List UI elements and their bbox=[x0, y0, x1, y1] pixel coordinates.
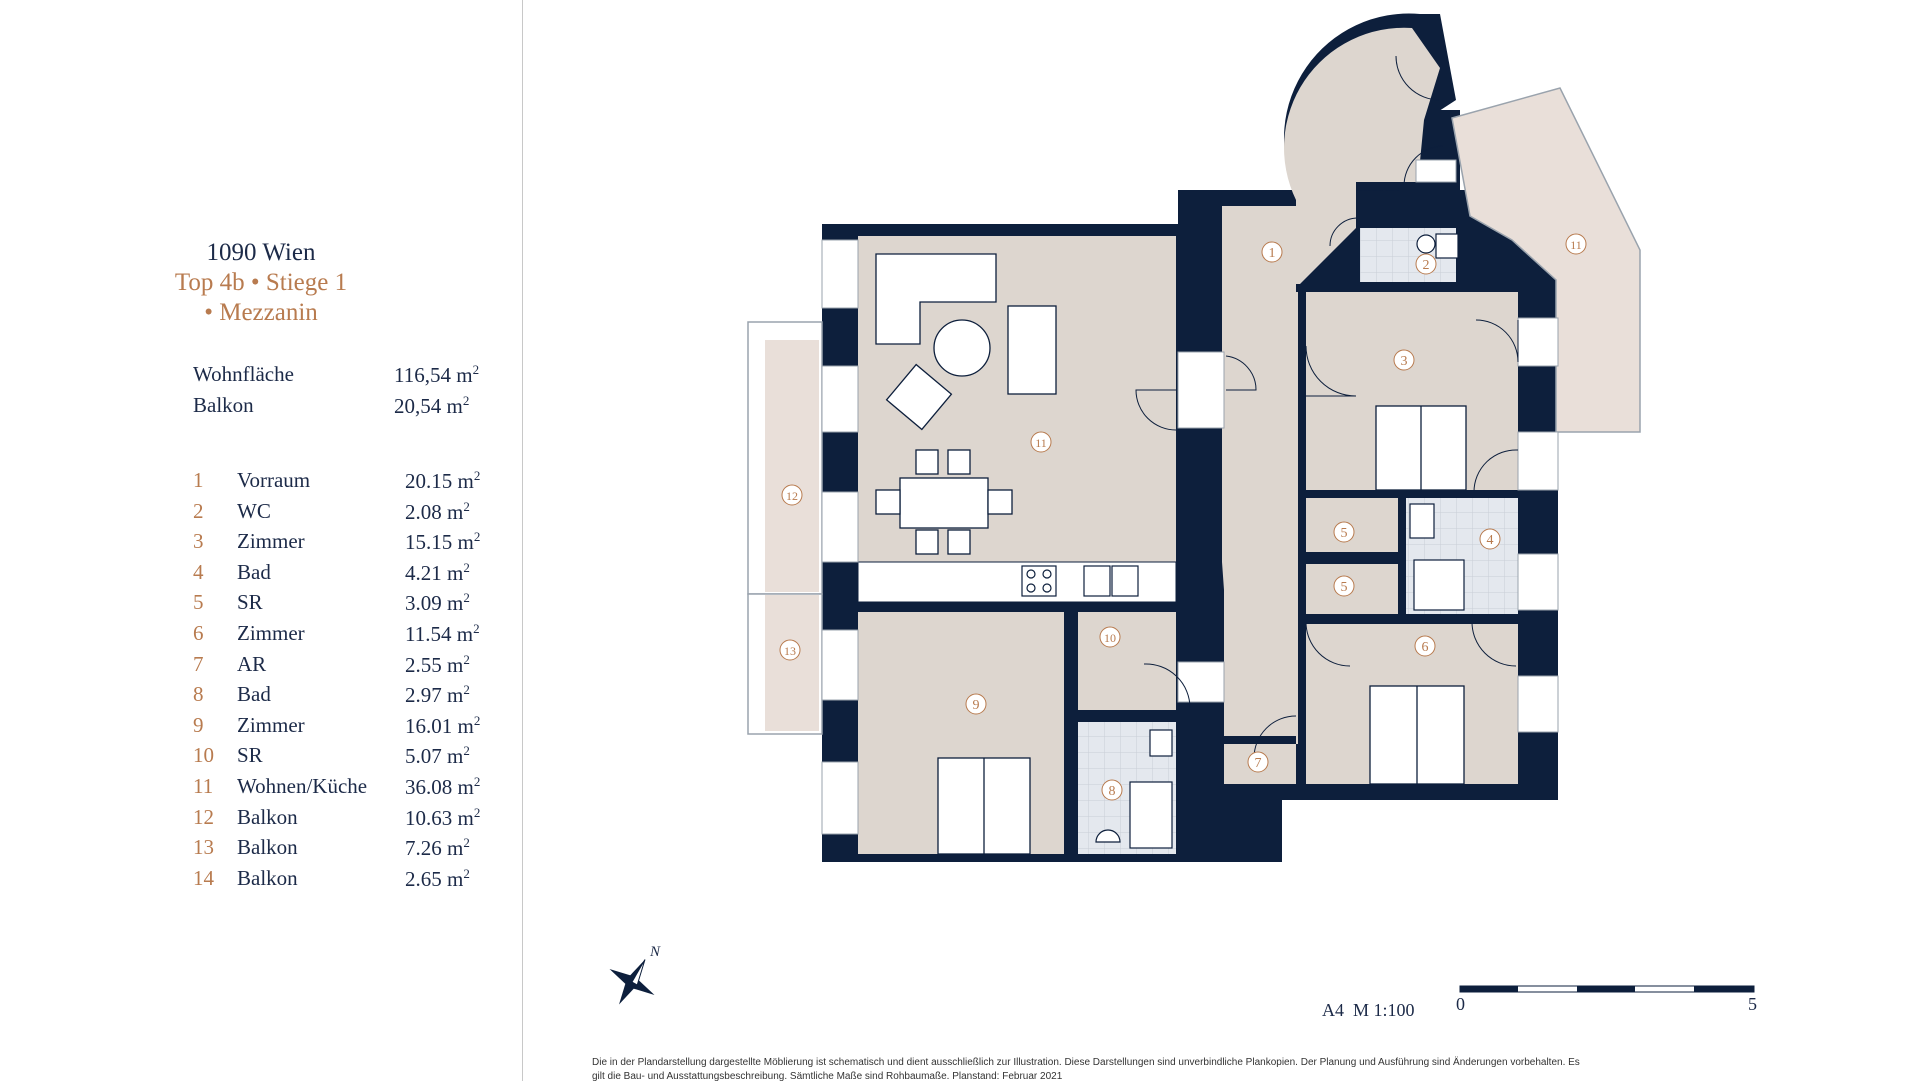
info-panel: 1090 Wien Top 4b • Stiege 1 • Mezzanin W… bbox=[0, 0, 522, 1081]
summary-label: Wohnfläche bbox=[193, 362, 294, 386]
room-number: 7 bbox=[193, 651, 204, 676]
living-furniture bbox=[875, 253, 1057, 555]
room-area: 11.54 m2 bbox=[405, 621, 480, 646]
room-number: 14 bbox=[193, 865, 214, 890]
room-area: 4.21 m2 bbox=[405, 559, 470, 585]
room-label-circle bbox=[1565, 233, 1587, 255]
summary-label: Balkon bbox=[193, 393, 254, 417]
room-name: Bad bbox=[237, 682, 271, 707]
room-area: 2.55 m2 bbox=[405, 651, 470, 677]
room-label: 8 bbox=[1109, 784, 1116, 799]
room-label-circle bbox=[1101, 779, 1123, 801]
scale-end: 5 bbox=[1748, 994, 1757, 1014]
summary-value: 20,54 m2 bbox=[394, 393, 470, 418]
room-label: 12 bbox=[786, 489, 798, 503]
room-label: 2 bbox=[1423, 258, 1430, 273]
room-name: SR bbox=[237, 743, 263, 768]
balconies bbox=[747, 87, 1641, 735]
room-label-circle bbox=[1414, 635, 1436, 657]
room-number: 4 bbox=[193, 559, 204, 584]
floor-title: • Mezzanin bbox=[204, 299, 318, 326]
room-number: 1 bbox=[193, 468, 204, 492]
north-arrow-icon bbox=[609, 959, 655, 1005]
scale-bar bbox=[1459, 985, 1755, 993]
room-label: 4 bbox=[1487, 533, 1494, 548]
room-label-circle bbox=[1333, 521, 1355, 543]
room-name: AR bbox=[237, 651, 267, 676]
room-label: 10 bbox=[1104, 631, 1116, 645]
scale-format: A4 M 1:100 bbox=[1322, 1000, 1415, 1020]
room-number: 12 bbox=[193, 804, 214, 829]
panel-divider bbox=[522, 0, 523, 1081]
kitchen-counter bbox=[857, 561, 1177, 603]
room-area: 2.97 m2 bbox=[405, 682, 470, 708]
room-name: Bad bbox=[237, 559, 271, 584]
north-label: N bbox=[650, 944, 661, 960]
room-area: 36.08 m2 bbox=[405, 774, 481, 799]
room-number: 10 bbox=[193, 743, 214, 768]
disclaimer-text: Die in der Plandarstellung dargestellte … bbox=[592, 1057, 1580, 1082]
room-number: 8 bbox=[193, 682, 204, 707]
room-name: Balkon bbox=[237, 865, 298, 890]
room-label-circle bbox=[1247, 751, 1269, 773]
room-label: 5 bbox=[1341, 526, 1348, 541]
room-label-circle bbox=[1333, 575, 1355, 597]
room-label: 11 bbox=[1570, 238, 1582, 252]
room-name: Zimmer bbox=[237, 529, 305, 554]
room-label: 3 bbox=[1401, 354, 1408, 369]
room-area: 16.01 m2 bbox=[405, 712, 481, 738]
unit-title: Top 4b • Stiege 1 bbox=[174, 269, 348, 296]
room-label: 11 bbox=[1035, 436, 1047, 450]
room-label-circle bbox=[779, 639, 801, 661]
room-label-circle bbox=[1099, 626, 1121, 648]
interior-walls bbox=[858, 220, 1518, 744]
room-label-circle bbox=[1261, 241, 1283, 263]
scale-start: 0 bbox=[1456, 994, 1465, 1014]
room-name: WC bbox=[237, 498, 271, 523]
room-name: Balkon bbox=[237, 804, 298, 829]
room-label: 7 bbox=[1255, 756, 1262, 771]
room-number: 2 bbox=[193, 498, 204, 523]
room-name: Zimmer bbox=[237, 621, 305, 645]
room-label: 13 bbox=[784, 644, 796, 658]
room-name: Wohnen/Küche bbox=[237, 774, 368, 798]
windows bbox=[821, 159, 1559, 835]
sanitary-fixtures bbox=[1095, 233, 1465, 849]
summary-value: 116,54 m2 bbox=[394, 362, 480, 387]
room-label: 5 bbox=[1341, 580, 1348, 595]
room-name: Zimmer bbox=[237, 712, 305, 737]
room-area: 15.15 m2 bbox=[405, 529, 481, 555]
room-area: 7.26 m2 bbox=[405, 835, 470, 861]
room-area: 3.09 m2 bbox=[405, 590, 470, 616]
room-label-circle bbox=[1393, 349, 1415, 371]
room-label-circle bbox=[1479, 528, 1501, 550]
kitchen-appliances bbox=[1021, 565, 1139, 597]
room-name: Vorraum bbox=[237, 468, 311, 492]
room-area: 10.63 m2 bbox=[405, 804, 481, 830]
room-number: 6 bbox=[193, 621, 204, 645]
room-name: Balkon bbox=[237, 835, 298, 860]
room-number: 9 bbox=[193, 712, 204, 737]
room-name: SR bbox=[237, 590, 263, 615]
room-label-circle bbox=[1030, 431, 1052, 453]
door-swings bbox=[1135, 55, 1519, 759]
room-number: 5 bbox=[193, 590, 204, 615]
room-number: 13 bbox=[193, 835, 214, 860]
room-label: 6 bbox=[1422, 640, 1429, 655]
room-label: 9 bbox=[973, 698, 980, 713]
room-label-circle bbox=[965, 693, 987, 715]
room-area: 20.15 m2 bbox=[405, 468, 481, 493]
room-label-circle bbox=[1415, 253, 1437, 275]
room-area: 2.08 m2 bbox=[405, 498, 470, 524]
address-title: 1090 Wien bbox=[206, 239, 316, 266]
room-number: 11 bbox=[193, 774, 214, 798]
room-floors bbox=[858, 27, 1518, 854]
room-area: 2.65 m2 bbox=[405, 865, 470, 891]
room-number: 3 bbox=[193, 529, 204, 554]
room-label: 1 bbox=[1269, 246, 1276, 261]
room-area: 5.07 m2 bbox=[405, 743, 470, 769]
room-label-circle bbox=[781, 484, 803, 506]
